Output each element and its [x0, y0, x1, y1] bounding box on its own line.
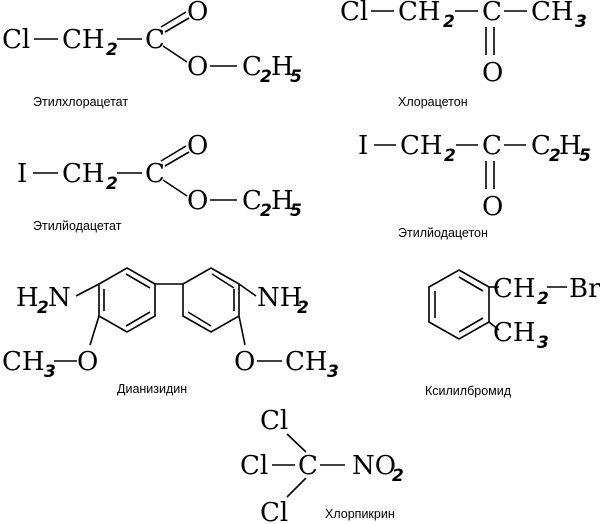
compound-name: Хлорацетон [398, 95, 468, 109]
atom-c: C [482, 131, 502, 161]
atom-cl: Cl [260, 406, 288, 436]
compound-name: Ксилилбромид [425, 384, 512, 398]
atom-o: O [482, 192, 503, 222]
structure-chloroacetone: Cl CH 2 C O CH 3 Хлорацетон [340, 0, 587, 109]
bond [89, 315, 100, 346]
atom-i: I [17, 159, 27, 189]
atom-c: C [531, 131, 551, 161]
benzene-ring [428, 269, 490, 340]
atom-o: O [482, 58, 503, 88]
compound-name: Хлорпикрин [325, 507, 395, 521]
bond [75, 283, 100, 297]
atom-ch: CH [493, 318, 536, 348]
subscript: 2 [106, 174, 118, 194]
atom-i: I [358, 131, 368, 161]
compound-name: Дианизидин [117, 382, 187, 396]
atom-c: C [298, 451, 318, 481]
ring-double-bond [211, 273, 235, 289]
compound-name: Этилйодацетат [33, 219, 122, 233]
atom-c: C [145, 25, 165, 55]
benzene-ring-left [98, 267, 156, 333]
atom-c: C [145, 159, 165, 189]
subscript: 2 [260, 67, 272, 87]
bond [286, 433, 307, 453]
subscript: 2 [297, 298, 309, 318]
subscript: 3 [575, 12, 587, 32]
atom-o: O [187, 0, 208, 27]
bond [162, 45, 188, 63]
atom-o: O [187, 52, 208, 82]
subscript: 3 [537, 333, 549, 353]
bond [286, 477, 307, 498]
subscript: 2 [260, 201, 272, 221]
atom-no: NO [352, 451, 396, 481]
ring-double-bond [458, 276, 484, 292]
subscript: 5 [290, 201, 302, 221]
atom-ch: CH [285, 347, 328, 377]
double-bond [164, 151, 190, 167]
structure-ethyl-iodoacetate: I CH 2 C O O C 2 H 5 Этилйодацетат [17, 131, 302, 233]
atom-br: Br [569, 274, 600, 304]
atom-ch: CH [62, 159, 105, 189]
subscript: 5 [579, 146, 591, 166]
structure-chloropicrin: Cl Cl C NO 2 Cl Хлорпикрин [240, 406, 404, 524]
atom-c: C [242, 186, 262, 216]
atom-h: H [559, 131, 582, 161]
atom-ch: CH [398, 0, 441, 27]
atom-n: N [48, 283, 71, 313]
ring-double-bond [125, 273, 151, 289]
subscript: 2 [444, 146, 456, 166]
subscript: 3 [44, 362, 56, 382]
double-bond [164, 17, 190, 33]
structure-xylyl-bromide: CH 2 Br CH 3 Ксилилбромид [425, 269, 600, 398]
atom-cl: Cl [340, 0, 368, 27]
structure-dianisidine: H 2 N NH 2 O CH 3 O CH 3 Дианизидин [2, 267, 339, 396]
atom-h: H [271, 186, 294, 216]
bond [238, 283, 257, 297]
bond [488, 321, 500, 331]
bond [238, 315, 246, 346]
compound-name: Этилйодацетон [398, 226, 488, 240]
atom-ch: CH [400, 131, 443, 161]
subscript: 2 [549, 146, 561, 166]
atom-ch: CH [2, 347, 45, 377]
atom-o: O [187, 131, 208, 161]
structure-ethyl-iodoacetone: I CH 2 C O C 2 H 5 Этилйодацетон [358, 131, 591, 240]
atom-h: H [271, 52, 294, 82]
atom-ch: CH [62, 25, 105, 55]
subscript: 2 [37, 298, 49, 318]
double-bond [160, 145, 187, 162]
atom-cl: Cl [2, 25, 30, 55]
atom-o: O [187, 186, 208, 216]
atom-c: C [242, 52, 262, 82]
atom-ch: CH [493, 274, 536, 304]
subscript: 2 [443, 12, 455, 32]
atom-cl: Cl [260, 498, 288, 524]
subscript: 2 [392, 466, 404, 486]
double-bond [160, 11, 187, 28]
subscript: 5 [290, 67, 302, 87]
bond [162, 179, 188, 197]
atom-cl: Cl [240, 451, 268, 481]
ring-double-bond [187, 311, 212, 327]
structure-ethyl-chloroacetate: Cl CH 2 C O O C 2 H 5 Этилхлорацетат [2, 0, 302, 109]
atom-h: H [16, 283, 39, 313]
subscript: 3 [327, 362, 339, 382]
ring-double-bond [125, 311, 151, 327]
atom-ch: CH [531, 0, 574, 27]
atom-o: O [77, 347, 98, 377]
subscript: 2 [537, 289, 549, 309]
atom-nh: NH [257, 283, 302, 313]
atom-c: C [482, 0, 502, 27]
benzene-ring-right [182, 267, 240, 333]
compound-name: Этилхлорацетат [33, 95, 128, 109]
subscript: 2 [106, 40, 118, 60]
atom-o: O [234, 347, 255, 377]
ring-double-bond [458, 317, 484, 333]
